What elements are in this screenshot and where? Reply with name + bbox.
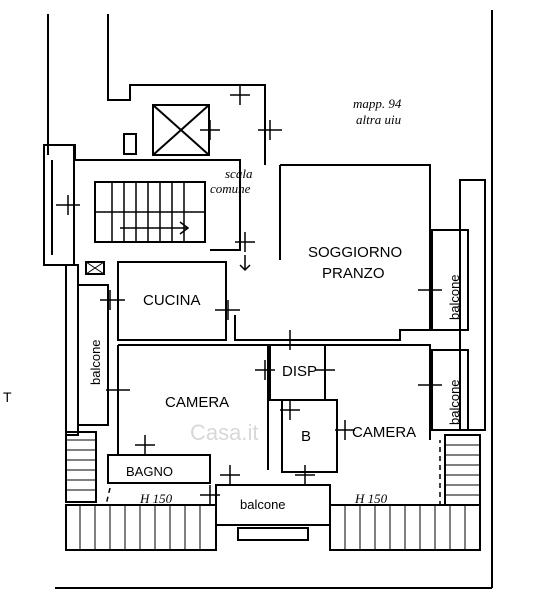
room-label-balcony-bottom: balcone [240,497,286,512]
dashed-height-line-right [340,440,441,506]
stair-sublabel: comune [210,181,251,196]
room-label-balcony-right-top: balcone [447,274,462,320]
room-label-storage: DISP [282,363,317,380]
room-label-balcony-right-bottom: balcone [447,379,462,425]
corner-box [85,261,105,275]
stair-core-wall [107,14,266,165]
balcony-right-top [431,229,469,331]
kitchen-wall [117,261,227,341]
elevator-cross [152,104,210,156]
cross-marks [56,85,442,505]
parcel-label: mapp. 94 [353,96,402,111]
parcel-sublabel: altra uiu [356,112,402,127]
living-room-wall [234,164,431,341]
left-column-strip [65,264,79,436]
bedroom-left-wall [118,344,269,470]
height-label-right: H 150 [354,491,388,506]
room-label-dining: PRANZO [322,265,385,282]
right-wall-strip [459,179,486,431]
hatch-lines [66,439,480,550]
balcony-bottom-step [237,527,309,541]
room-label-living: SOGGIORNO [308,244,402,261]
hatch-block-left [65,431,97,503]
bedroom-right-wall [325,344,431,440]
room-label-bathroom: BAGNO [126,464,173,479]
height-label-left: H 150 [139,491,173,506]
room-label-wc: B [301,428,311,445]
room-label-bedroom-right: CAMERA [352,424,416,441]
wc-wall [281,399,338,473]
stair-arrow [120,221,251,272]
hatch-block-bottom-left [65,504,217,551]
room-label-balcony-left: balcone [88,339,103,385]
balcony-right-bottom [431,349,469,431]
edge-mark: T [3,389,12,405]
bathroom-wall [107,454,211,484]
room-label-bedroom-left: CAMERA [165,394,229,411]
stair-label: scala [225,166,253,181]
duct [123,133,137,155]
balcony-bottom [215,484,331,526]
watermark: Casa.it [190,420,258,445]
stair-steps [95,182,205,242]
room-label-kitchen: CUCINA [143,292,201,309]
